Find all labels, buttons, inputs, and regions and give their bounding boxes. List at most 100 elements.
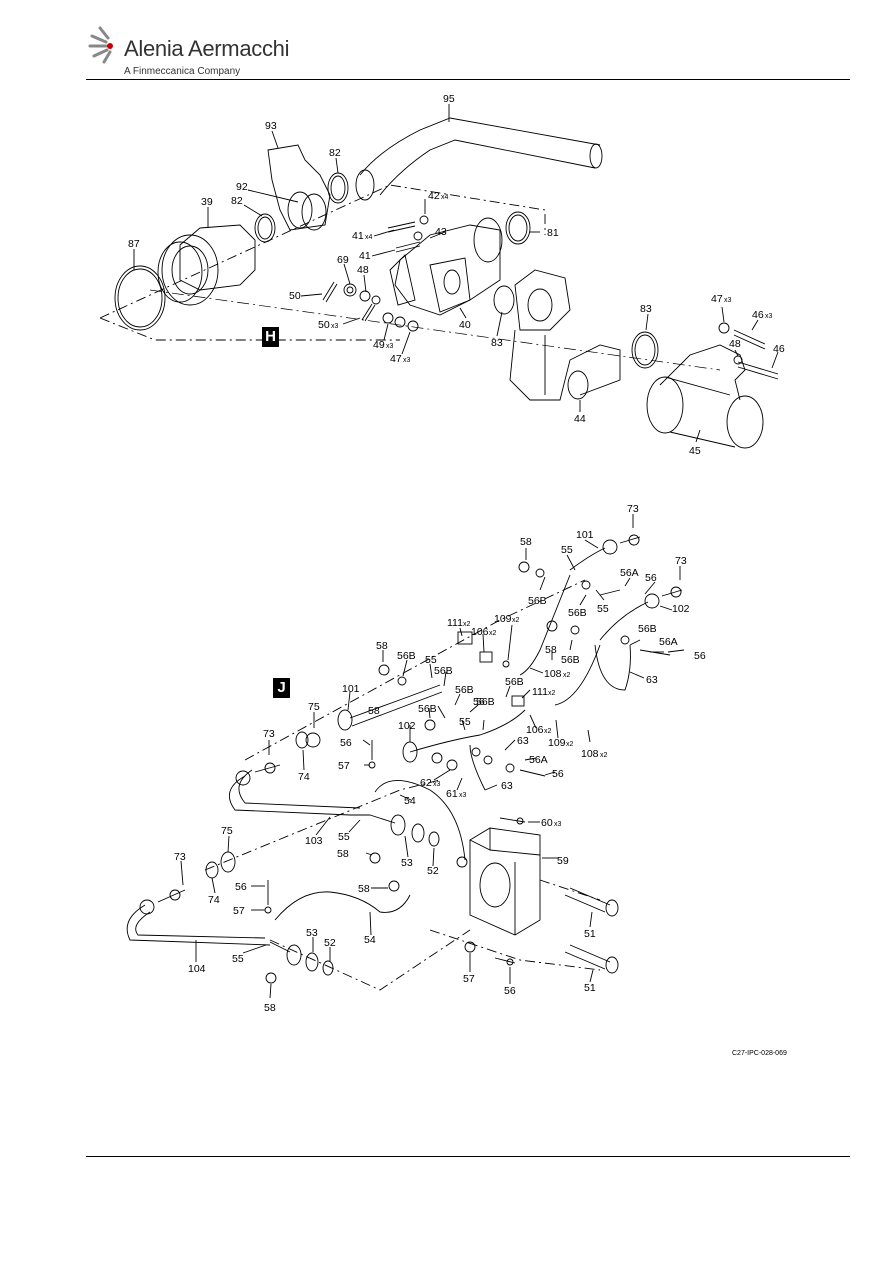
callout-106: 106 (471, 626, 489, 638)
callout-69: 69 (337, 254, 349, 266)
callout-108: 108 (544, 668, 562, 680)
callout-56B-j: 56B (476, 696, 495, 708)
callout-54b: 54 (364, 934, 376, 946)
callout-92: 92 (236, 181, 248, 193)
callout-52: 52 (427, 865, 439, 877)
callout-58e: 58 (337, 848, 349, 860)
callout-58c: 58 (376, 640, 388, 652)
callout-73b: 73 (675, 555, 687, 567)
callout-109: 109 (494, 613, 512, 625)
callout-75b: 75 (221, 825, 233, 837)
callout-56e: 56 (552, 768, 564, 780)
callout-87: 87 (128, 238, 140, 250)
brand-subtitle: A Finmeccanica Company (124, 66, 241, 77)
callout-56d: 56 (340, 737, 352, 749)
callout-39: 39 (201, 196, 213, 208)
callout-53b: 53 (306, 927, 318, 939)
callout-48b: 48 (729, 338, 741, 350)
callout-56B-c: 56B (638, 623, 657, 635)
qty-49: x3 (386, 343, 394, 350)
callout-56B-h: 56B (505, 676, 524, 688)
callout-108b: 108 (581, 748, 599, 760)
page-header: Alenia Aermacchi A Finmeccanica Company (0, 0, 893, 82)
qty-41: x4 (365, 234, 373, 241)
callout-82: 82 (231, 195, 243, 207)
callout-75: 75 (308, 701, 320, 713)
callout-102: 102 (672, 603, 690, 615)
drawing-reference: C27-IPC-028-069 (732, 1050, 787, 1057)
callout-45: 45 (689, 445, 701, 457)
callout-55f: 55 (232, 953, 244, 965)
view-j-drawing (126, 514, 685, 999)
callout-95: 95 (443, 93, 455, 105)
callout-55b: 55 (597, 603, 609, 615)
view-j-callouts: 73 58 101 55 73 56A 56 56B 56B 55 102 11… (174, 503, 706, 1014)
callout-56A-c: 56A (529, 754, 548, 766)
callout-55: 55 (561, 544, 573, 556)
qty-61: x3 (459, 792, 467, 799)
callout-101: 101 (576, 529, 594, 541)
qty-111: x2 (463, 621, 471, 628)
callout-50b: 50 (318, 319, 330, 331)
callout-58b: 58 (545, 644, 557, 656)
callout-41: 41 (352, 230, 364, 242)
view-tag-j: J (273, 678, 290, 698)
callout-82: 82 (329, 147, 341, 159)
callout-74: 74 (298, 771, 310, 783)
callout-58: 58 (520, 536, 532, 548)
callout-103: 103 (305, 835, 323, 847)
qty-42: x4 (441, 194, 449, 201)
callout-61: 61 (446, 788, 458, 800)
qty-109b: x2 (566, 741, 574, 748)
callout-51: 51 (584, 928, 596, 940)
view-h-callouts: 95 93 82 92 39 82 87 42 x4 41 x4 43 81 4… (128, 93, 785, 457)
callout-49: 49 (373, 339, 385, 351)
callout-55e: 55 (338, 831, 350, 843)
callout-58g: 58 (264, 1002, 276, 1014)
callout-55c: 55 (425, 654, 437, 666)
callout-106b: 106 (526, 724, 544, 736)
callout-55d: 55 (459, 716, 471, 728)
callout-56b: 56 (694, 650, 706, 662)
qty-60: x3 (554, 821, 562, 828)
callout-62: 62 (420, 777, 432, 789)
view-h-drawing (99, 104, 779, 449)
callout-56g: 56 (504, 985, 516, 997)
callout-42: 42 (428, 190, 440, 202)
callout-63b: 63 (517, 735, 529, 747)
callout-111: 111 (447, 617, 463, 629)
callout-60: 60 (541, 817, 553, 829)
callout-73c: 73 (263, 728, 275, 740)
alenia-aermacchi-logo-icon (88, 26, 113, 64)
callout-56f: 56 (235, 881, 247, 893)
callout-56B-f: 56B (434, 665, 453, 677)
qty-106b: x2 (544, 728, 552, 735)
brand-name: Alenia Aermacchi (124, 36, 290, 61)
callout-57c: 57 (463, 973, 475, 985)
qty-47b: x3 (724, 297, 732, 304)
callout-56B-i: 56B (418, 703, 437, 715)
callout-104: 104 (188, 963, 206, 975)
callout-52b: 52 (324, 937, 336, 949)
callout-47: 47 (390, 353, 402, 365)
qty-62: x3 (433, 781, 441, 788)
callout-56A-b: 56A (659, 636, 678, 648)
footer-divider (86, 1156, 850, 1157)
qty-106: x2 (489, 630, 497, 637)
view-tag-h: H (262, 327, 279, 347)
callout-93: 93 (265, 120, 277, 132)
callout-56B-e: 56B (397, 650, 416, 662)
callout-56c: 56 (473, 696, 485, 708)
callout-102b: 102 (398, 720, 416, 732)
qty-108: x2 (563, 672, 571, 679)
qty-108b: x2 (600, 752, 608, 759)
qty-109: x2 (512, 617, 520, 624)
callout-56: 56 (645, 572, 657, 584)
callout-56A: 56A (620, 567, 639, 579)
callout-46: 46 (752, 309, 764, 321)
callout-83: 83 (491, 337, 503, 349)
qty-46: x3 (765, 313, 773, 320)
callout-81: 81 (547, 227, 559, 239)
callout-50: 50 (289, 290, 301, 302)
qty-47: x3 (403, 357, 411, 364)
